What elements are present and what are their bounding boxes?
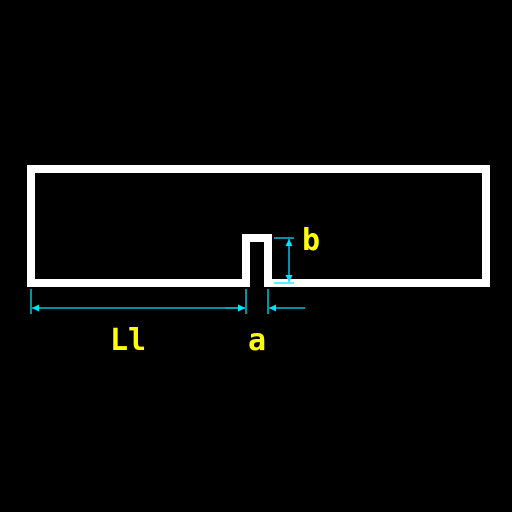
notch-width-label: a — [248, 323, 266, 358]
notch-height-label: b — [302, 223, 320, 258]
bar-outline-with-notch — [27, 165, 490, 287]
length-label: Ll — [110, 323, 146, 358]
dimension-lines — [30, 237, 305, 314]
